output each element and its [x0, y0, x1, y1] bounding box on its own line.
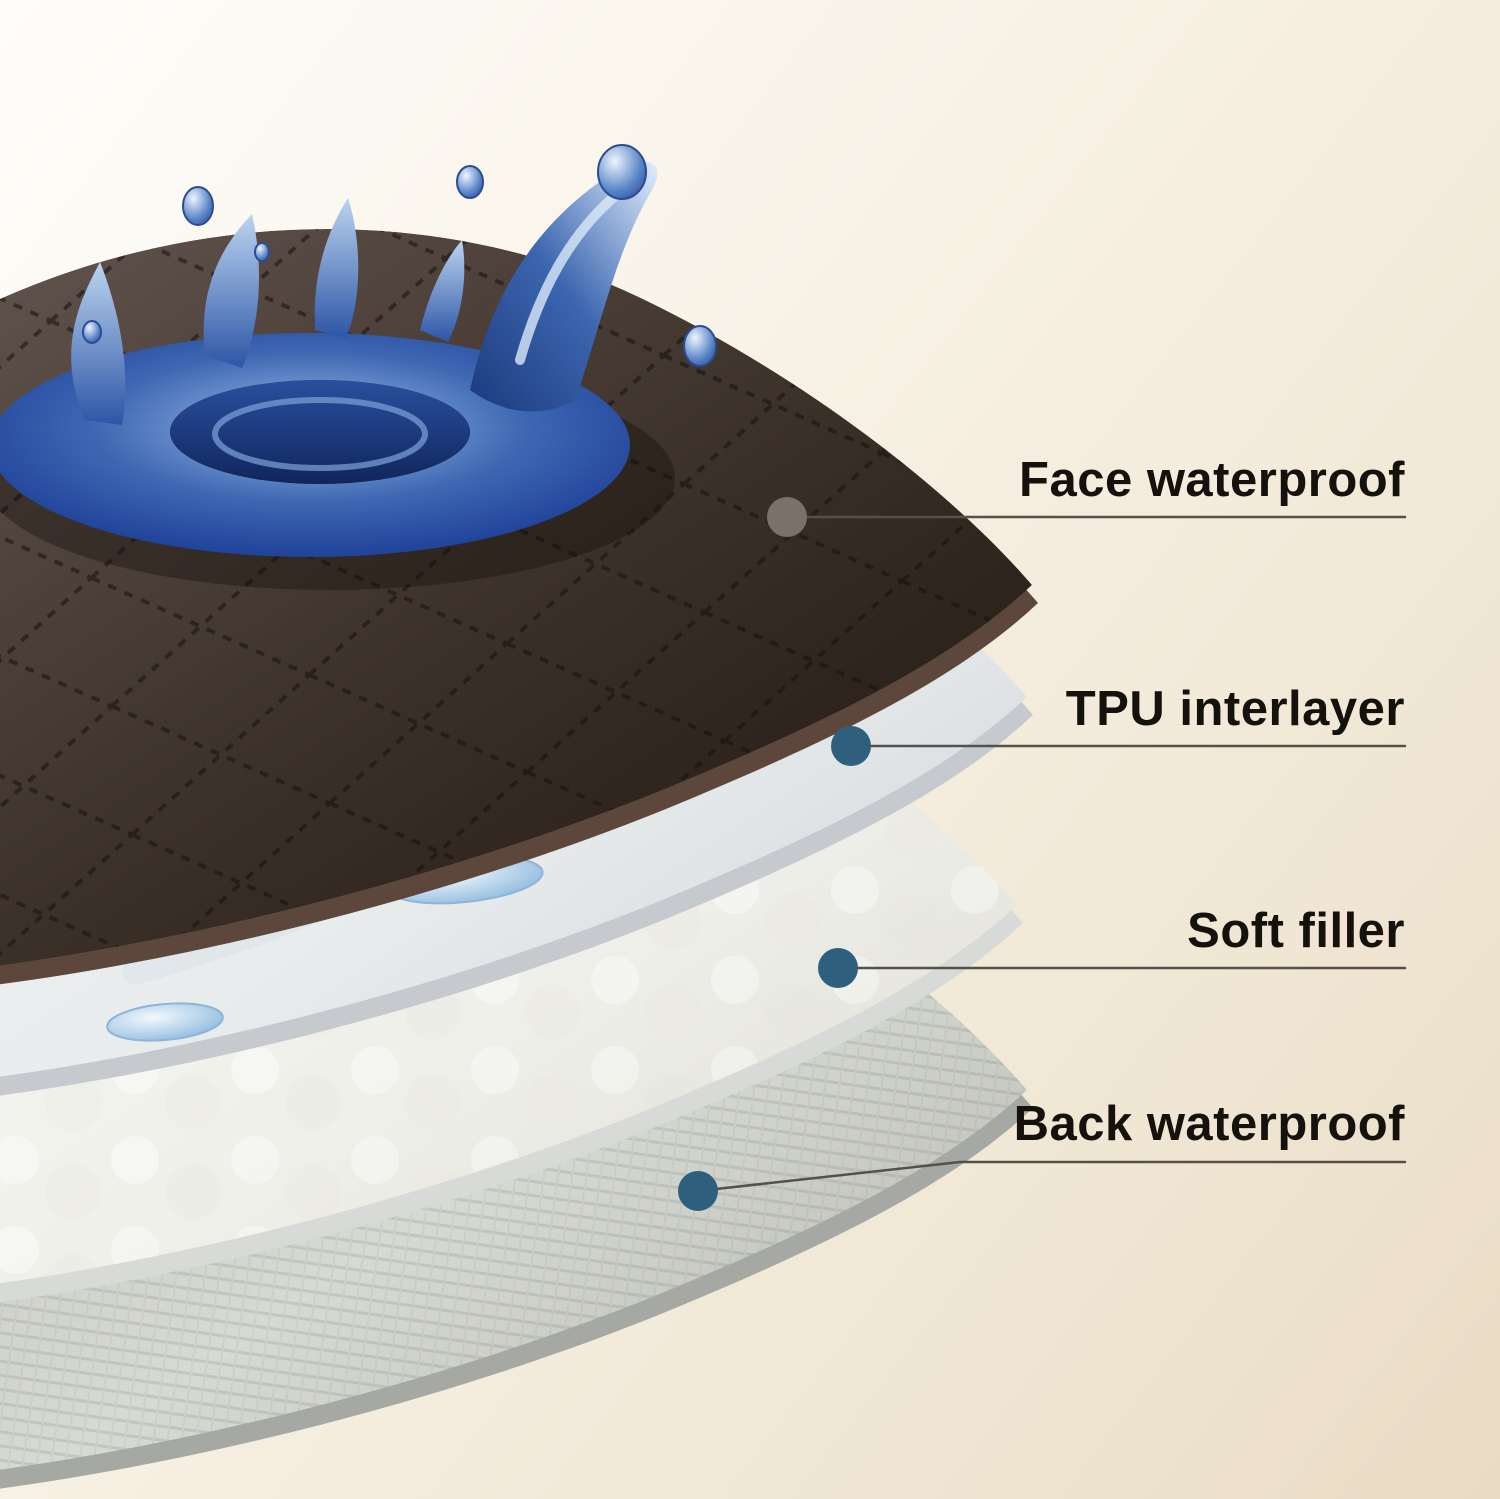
- splash-spike: [71, 262, 126, 425]
- water-droplet: [106, 1002, 224, 1042]
- label-tpu-interlayer: TPU interlayer: [1065, 682, 1405, 736]
- callouts: [678, 497, 1407, 1211]
- callout-line-back: [696, 1160, 1407, 1193]
- callout-dot-tpu: [831, 726, 871, 766]
- callout-dot-back: [678, 1171, 718, 1211]
- flying-droplet: [683, 325, 717, 367]
- label-face-waterproof: Face waterproof: [1019, 453, 1405, 507]
- splash-spike: [314, 198, 359, 338]
- flying-droplet: [597, 144, 647, 200]
- callout-dot-soft: [818, 948, 858, 988]
- flying-droplet: [182, 186, 214, 226]
- flying-droplet: [82, 320, 102, 344]
- splash-sheet: [470, 162, 658, 412]
- flying-droplet: [254, 242, 270, 262]
- callout-dot-face: [767, 497, 807, 537]
- label-back-waterproof: Back waterproof: [1013, 1097, 1405, 1151]
- face-waterproof-layer: [0, 144, 1038, 993]
- water-splash: [0, 144, 717, 590]
- label-soft-filler: Soft filler: [1187, 904, 1405, 958]
- splash-spike: [420, 240, 465, 342]
- flying-droplet: [456, 165, 484, 199]
- splash-spike: [203, 214, 259, 368]
